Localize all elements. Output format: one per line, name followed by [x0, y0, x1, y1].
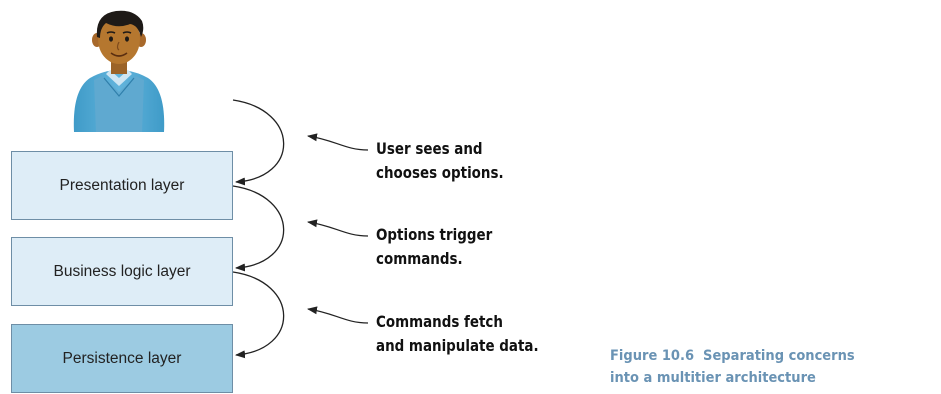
flow-arc-presentation-to-business: [232, 185, 285, 272]
user-avatar-icon: [73, 10, 165, 132]
business-logic-layer-label: Business logic layer: [53, 262, 191, 280]
annotation-line: Commands fetch: [376, 312, 503, 331]
annotation-line: chooses options.: [376, 163, 504, 182]
annotation-user-sees: User sees and chooses options.: [376, 137, 504, 185]
persistence-layer-label: Persistence layer: [62, 349, 182, 367]
presentation-layer-box: Presentation layer: [11, 151, 233, 220]
caption-line-1: Figure 10.6 Separating concerns: [610, 345, 855, 367]
persistence-layer-box: Persistence layer: [11, 324, 233, 393]
figure-number: Figure 10.6: [610, 348, 695, 364]
annotation-commands-fetch: Commands fetch and manipulate data.: [376, 310, 539, 358]
annotation-line: commands.: [376, 249, 463, 268]
figure-caption: Figure 10.6 Separating concerns into a mu…: [610, 345, 855, 389]
presentation-layer-label: Presentation layer: [59, 176, 185, 194]
pointer-arrow-2: [307, 219, 369, 237]
flow-arc-business-to-persistence: [232, 271, 285, 359]
annotation-line: and manipulate data.: [376, 336, 539, 355]
caption-text-2: into a multitier architecture: [610, 370, 816, 386]
business-logic-layer-box: Business logic layer: [11, 237, 233, 306]
annotation-options-trigger: Options trigger commands.: [376, 223, 492, 271]
flow-arc-user-to-presentation: [232, 99, 285, 186]
pointer-arrow-1: [307, 133, 369, 151]
annotation-line: Options trigger: [376, 225, 493, 244]
caption-text-1: Separating concerns: [703, 348, 855, 364]
pointer-arrow-3: [307, 306, 369, 324]
annotation-line: User sees and: [376, 139, 483, 158]
